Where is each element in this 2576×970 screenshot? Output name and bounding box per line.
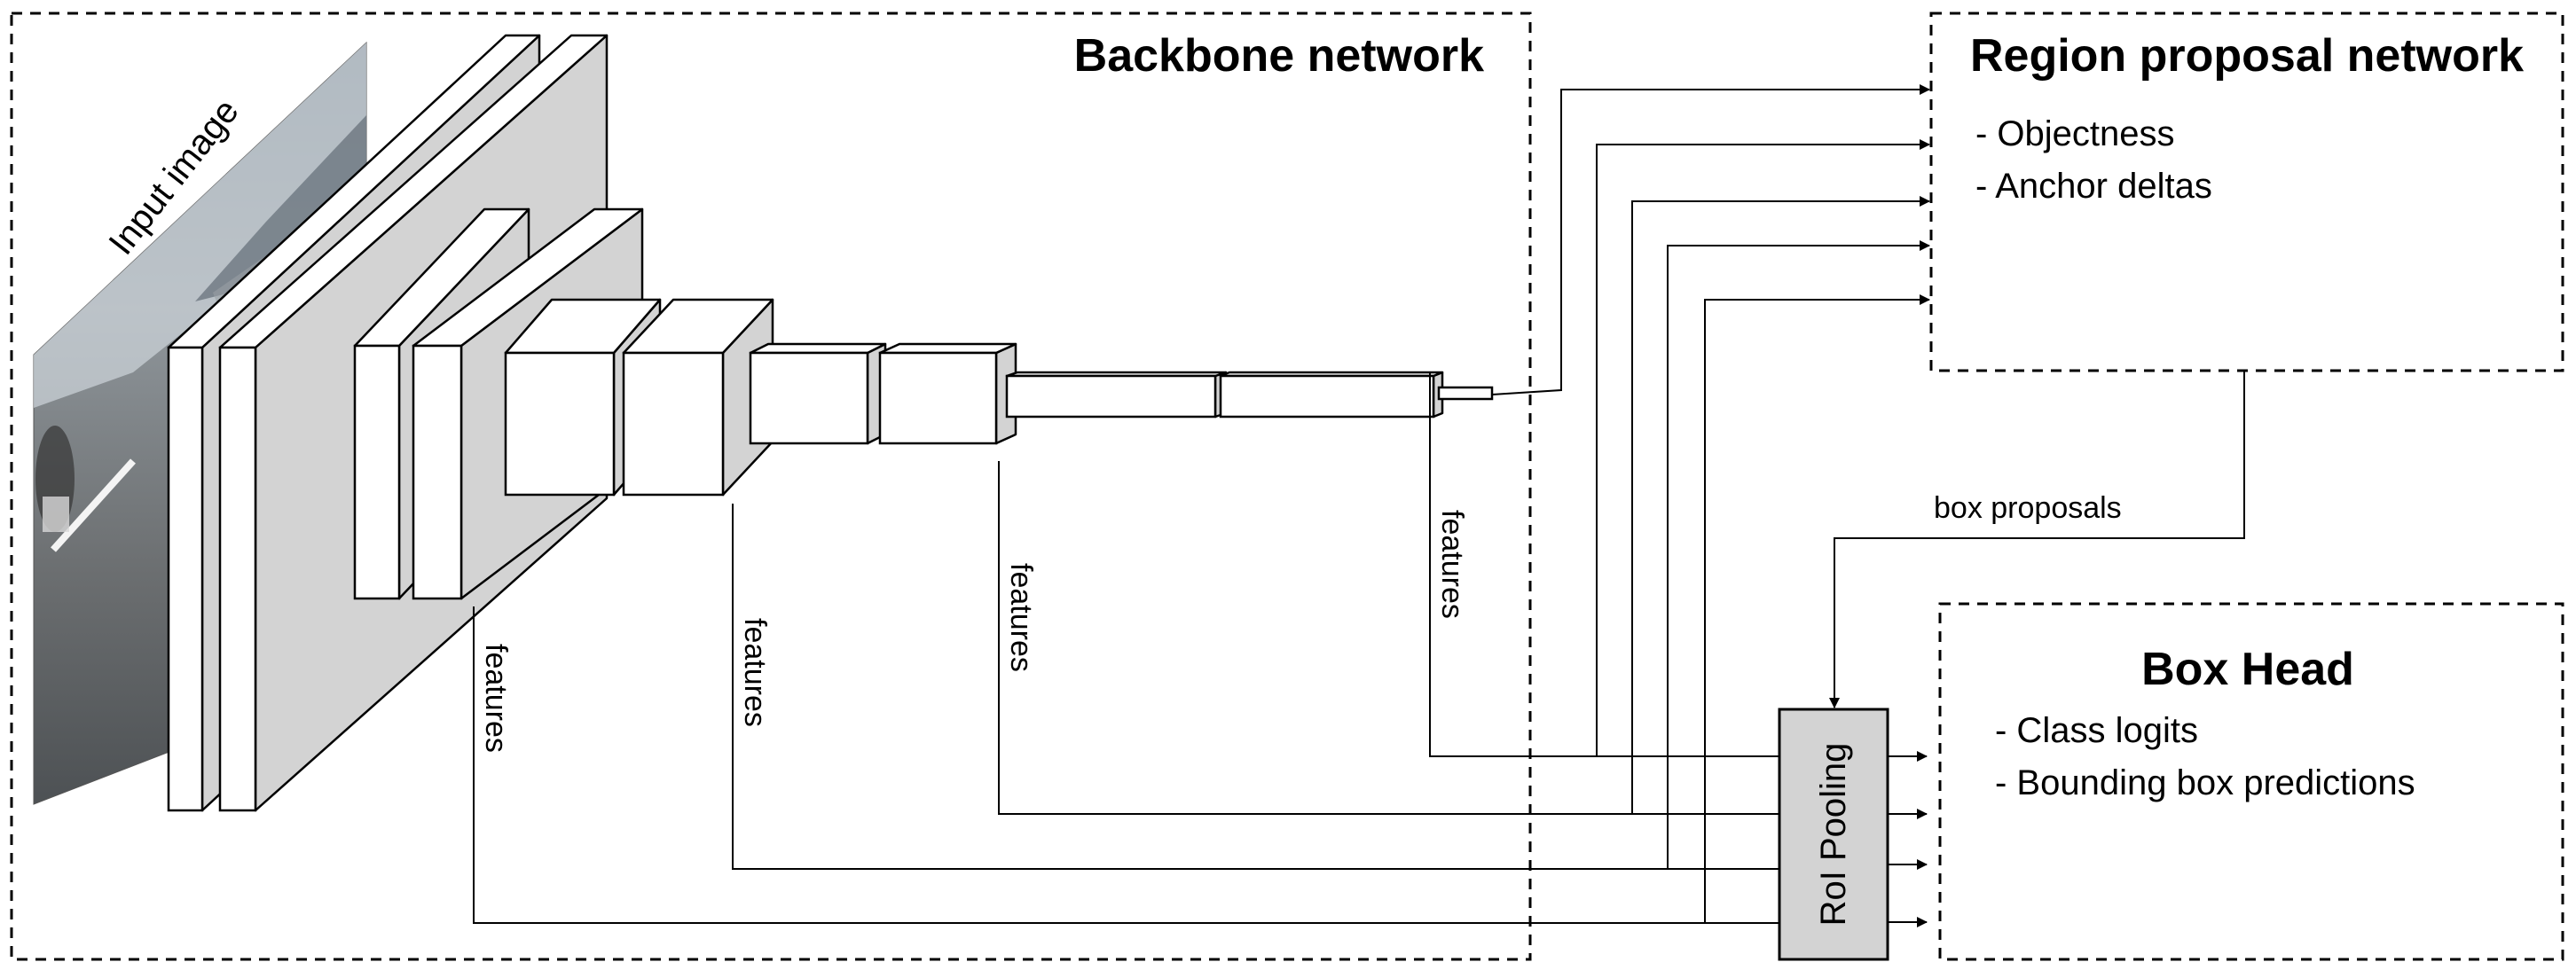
features-label-3: features	[1004, 563, 1038, 672]
region-proposal-network-box	[1929, 12, 2564, 372]
box-head-output-bbox-predictions: - Bounding box predictions	[1995, 763, 2415, 802]
roi-pooling-label: RoI Pooling	[1814, 743, 1853, 927]
box-head-title: Box Head	[2141, 644, 2354, 695]
backbone-layer-front-face	[167, 346, 204, 812]
backbone-layer-front-face	[504, 351, 616, 497]
backbone-layer-top-face	[749, 342, 887, 355]
backbone-layer-front-face	[1219, 374, 1435, 419]
features-label-1: features	[479, 644, 513, 753]
feature-to-rpn-line-1	[1596, 139, 1930, 756]
backbone-title: Backbone network	[1074, 30, 1484, 82]
backbone-to-rpn-line	[1491, 84, 1930, 395]
backbone-layer-8	[878, 342, 1017, 445]
features-label-4: features	[1435, 510, 1469, 619]
feature-to-rpn-line-2	[1631, 196, 1930, 814]
backbone-layer-6	[622, 298, 774, 497]
feature-line-2	[998, 461, 1779, 815]
feature-line-4	[473, 606, 1779, 924]
rpn-title: Region proposal network	[1970, 30, 2524, 82]
backbone-network-box	[10, 12, 1532, 961]
backbone-layer-front-face	[412, 344, 463, 600]
backbone-layer-front-face	[353, 344, 401, 600]
backbone-layer-top-face	[878, 342, 1017, 355]
box-head-output-class-logits: - Class logits	[1995, 711, 2198, 750]
roi-pooling-box	[1778, 708, 1889, 961]
backbone-layers	[167, 34, 1444, 812]
backbone-layer-front-face	[622, 351, 725, 497]
backbone-layer-9	[1005, 371, 1228, 419]
backbone-output-tensor	[1437, 386, 1494, 401]
rpn-output-objectness: - Objectness	[1975, 114, 2175, 153]
backbone-layer-7	[749, 342, 887, 445]
connections	[473, 84, 2245, 927]
feature-line-1	[1429, 372, 1779, 757]
box-proposals-label: box proposals	[1934, 491, 2122, 525]
features-label-2: features	[738, 618, 772, 727]
backbone-layer-front-face	[749, 351, 869, 445]
backbone-layer-front-face	[218, 346, 257, 812]
backbone-layer-front-face	[878, 351, 998, 445]
rpn-output-anchor-deltas: - Anchor deltas	[1975, 167, 2212, 206]
backbone-layer-front-face	[1005, 374, 1217, 419]
feature-to-rpn-line-3	[1667, 240, 1930, 869]
feature-line-3	[732, 504, 1779, 870]
feature-to-rpn-line-4	[1704, 294, 1930, 923]
box-head-box	[1938, 602, 2564, 961]
box-proposals-line	[1829, 371, 2245, 708]
backbone-layer-10	[1219, 371, 1444, 419]
